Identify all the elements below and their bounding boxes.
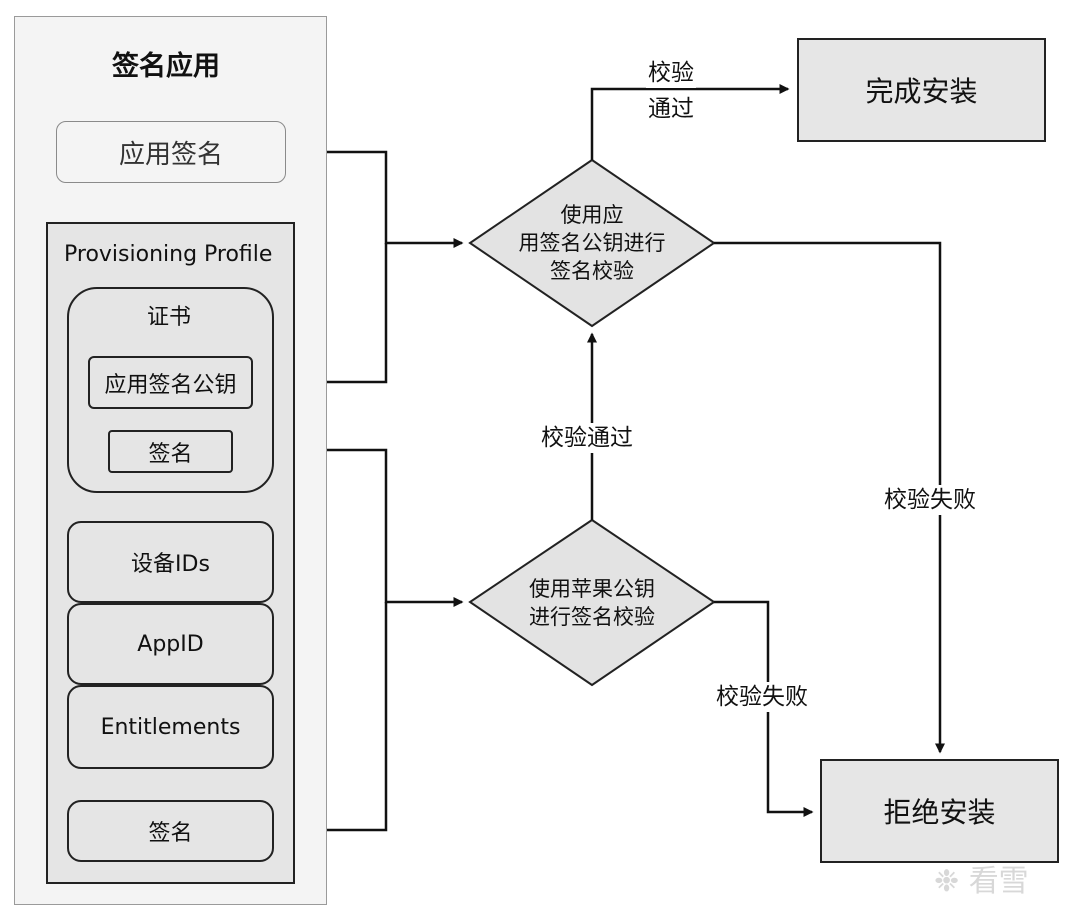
app-key-check-diamond — [468, 158, 716, 328]
complete-install-label: 完成安装 — [865, 75, 978, 108]
edge-label-pass-top-1: 校验 — [646, 58, 696, 88]
app-key-check-line1: 使用应 — [560, 203, 624, 227]
connector-fail-right — [714, 241, 945, 754]
app-signature-label: 应用签名 — [118, 139, 223, 170]
edge-label-fail-bottom: 校验失败 — [712, 682, 812, 712]
watermark-logo-icon: ❉ — [934, 864, 960, 899]
entitlements-box: Entitlements — [67, 685, 274, 769]
app-key-check-line3: 签名校验 — [550, 259, 634, 283]
signed-app-title: 签名应用 — [112, 51, 220, 82]
app-signing-public-key-label: 应用签名公钥 — [104, 372, 237, 398]
watermark-text: 看雪 — [968, 864, 1029, 899]
apple-key-check-line2: 进行签名校验 — [529, 605, 655, 629]
connector-app-signature — [286, 150, 464, 248]
certificate-signature-box: 签名 — [108, 430, 233, 473]
device-ids-label: 设备IDs — [131, 552, 210, 577]
profile-signature-label: 签名 — [148, 821, 193, 846]
complete-install-box: 完成安装 — [797, 38, 1046, 142]
certificate-title: 证书 — [147, 305, 192, 330]
app-signing-public-key-box: 应用签名公钥 — [88, 356, 253, 409]
app-id-label: AppID — [137, 631, 204, 657]
profile-signature-box: 签名 — [67, 800, 274, 862]
apple-key-check-label: 使用苹果公钥 进行签名校验 — [492, 575, 692, 631]
edge-label-pass-top-2: 通过 — [646, 94, 696, 124]
device-ids-box: 设备IDs — [67, 521, 274, 603]
app-key-check-line2: 用签名公钥进行 — [518, 231, 666, 255]
apple-key-check-diamond — [468, 518, 716, 687]
edge-label-pass-middle: 校验通过 — [537, 423, 637, 453]
app-key-check-label: 使用应 用签名公钥进行 签名校验 — [492, 201, 692, 285]
entitlements-label: Entitlements — [100, 714, 241, 740]
app-signature-box: 应用签名 — [56, 121, 286, 183]
connector-cert-signature — [272, 448, 464, 607]
reject-install-label: 拒绝安装 — [883, 796, 996, 829]
provisioning-profile-title: Provisioning Profile — [64, 242, 273, 267]
edge-label-fail-right: 校验失败 — [880, 485, 980, 515]
reject-install-box: 拒绝安装 — [820, 759, 1059, 863]
connector-pass-to-complete — [590, 84, 790, 160]
app-id-box: AppID — [67, 603, 274, 685]
certificate-signature-label: 签名 — [148, 441, 193, 467]
watermark: ❉ 看雪 — [934, 862, 1029, 902]
apple-key-check-line1: 使用苹果公钥 — [529, 577, 655, 601]
